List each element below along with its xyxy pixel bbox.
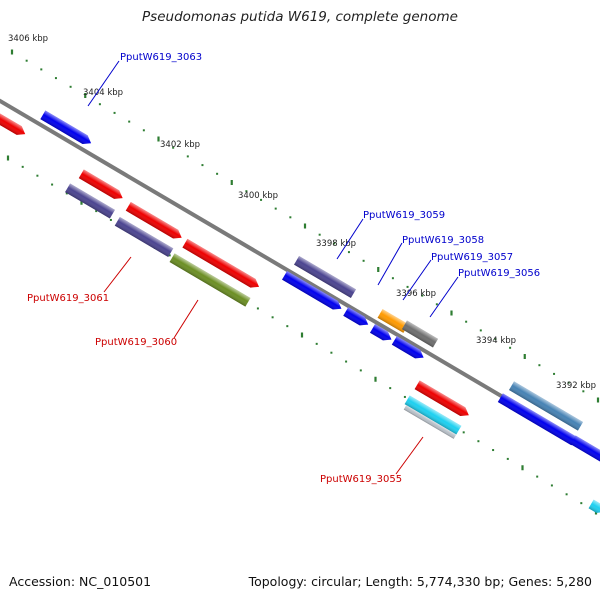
genes-label: Genes: xyxy=(508,574,553,589)
kbp-label-3406: 3406 kbp xyxy=(8,34,48,44)
feature-3056-gray-shade xyxy=(401,320,439,348)
feature-3062-purple[interactable] xyxy=(65,183,115,219)
leader-3063 xyxy=(87,60,120,107)
feature-3055-lightgray-shade xyxy=(403,405,457,439)
feature-track xyxy=(0,109,600,517)
kbp-label-3404: 3404 kbp xyxy=(83,88,123,98)
leader-3061 xyxy=(103,256,132,293)
gene-label-3060[interactable]: PputW619_3060 xyxy=(95,337,177,348)
gene-label-3056[interactable]: PputW619_3056 xyxy=(458,268,540,279)
feature-3062-purple-shade xyxy=(65,183,115,219)
genome-stats-footer: Topology: circular; Length: 5,774,330 bp… xyxy=(248,574,592,589)
gene-label-3058[interactable]: PputW619_3058 xyxy=(402,235,484,246)
gene-label-3063[interactable]: PputW619_3063 xyxy=(120,52,202,63)
feature-3053-cds-shade xyxy=(570,435,600,463)
feature-3058-cds-shade xyxy=(343,307,369,326)
gene-label-3059[interactable]: PputW619_3059 xyxy=(363,210,445,221)
feature-red-edge-shade xyxy=(0,109,26,135)
feature-3054-cds-shade xyxy=(497,393,580,446)
leader-3055 xyxy=(395,436,424,475)
leader-3058 xyxy=(377,242,403,286)
feature-3061-purple[interactable] xyxy=(114,216,174,258)
scale-labels: 3406 kbp 3404 kbp 3402 kbp 3400 kbp 3398… xyxy=(8,34,596,391)
feature-3060-red-shade xyxy=(182,238,260,288)
feature-3062-red-shade xyxy=(78,169,123,199)
feature-red-edge[interactable] xyxy=(0,109,28,139)
leader-3060 xyxy=(173,299,199,339)
outer-tick-ring xyxy=(10,49,600,403)
topology-value: circular xyxy=(311,574,358,589)
kbp-label-3392: 3392 kbp xyxy=(556,381,596,391)
feature-3061-purple-shade xyxy=(114,216,174,258)
feature-3054-steel-shade xyxy=(508,381,584,431)
feature-3060-olive[interactable] xyxy=(169,253,251,307)
feature-3056-gray[interactable] xyxy=(401,320,439,348)
gene-label-3055[interactable]: PputW619_3055 xyxy=(320,474,402,485)
topology-label: Topology: xyxy=(248,574,308,589)
length-value: 5,774,330 bp xyxy=(416,574,501,589)
kbp-label-3394: 3394 kbp xyxy=(476,336,516,346)
gene-label-3061[interactable]: PputW619_3061 xyxy=(27,293,109,304)
accession-footer: Accession: NC_010501 xyxy=(9,574,151,589)
kbp-label-3396: 3396 kbp xyxy=(396,289,436,299)
kbp-label-3402: 3402 kbp xyxy=(160,140,200,150)
feature-3055-red-shade xyxy=(414,380,469,416)
feature-3059-purple-shade xyxy=(294,255,356,299)
feature-3057-cds[interactable] xyxy=(369,324,394,344)
feature-3052-cyan-shade xyxy=(588,499,600,513)
feature-3059-cds-shade xyxy=(282,270,342,310)
feature-3061-red[interactable] xyxy=(125,201,185,242)
feature-3058-cds[interactable] xyxy=(343,307,370,329)
kbp-label-3398: 3398 kbp xyxy=(316,239,356,249)
feature-3055-cyan-shade xyxy=(404,395,462,435)
accession-label: Accession: xyxy=(9,574,76,589)
feature-3056-cds-shade xyxy=(391,336,424,359)
feature-3061-red-shade xyxy=(125,201,182,239)
feature-3057-cds-shade xyxy=(369,324,392,341)
accession-value: NC_010501 xyxy=(79,574,152,589)
gene-label-3057[interactable]: PputW619_3057 xyxy=(431,252,513,263)
gene-labels: PputW619_3063 PputW619_3061 PputW619_306… xyxy=(27,52,540,485)
feature-3062-red[interactable] xyxy=(78,169,125,203)
leader-3059 xyxy=(336,218,364,260)
leader-3056 xyxy=(429,276,459,318)
feature-3059-cds[interactable] xyxy=(282,270,344,313)
feature-3055-lightgray[interactable] xyxy=(403,405,457,439)
feature-3060-olive-shade xyxy=(169,253,251,307)
feature-3054-steel[interactable] xyxy=(508,381,584,431)
feature-3057-orange-shade xyxy=(377,309,409,333)
feature-3055-cyan[interactable] xyxy=(404,395,462,435)
feature-3054-cds[interactable] xyxy=(497,393,582,448)
feature-3060-red[interactable] xyxy=(182,238,261,291)
feature-3053-cds[interactable] xyxy=(570,435,600,467)
leader-lines xyxy=(87,60,459,475)
length-label: Length: xyxy=(365,574,413,589)
leader-3057 xyxy=(402,259,432,301)
feature-3057-orange[interactable] xyxy=(377,309,409,333)
feature-3059-purple[interactable] xyxy=(294,255,356,299)
feature-3052-cyan[interactable] xyxy=(588,499,600,517)
genes-value: 5,280 xyxy=(556,574,592,589)
kbp-label-3400: 3400 kbp xyxy=(238,191,278,201)
feature-3055-red[interactable] xyxy=(414,380,472,419)
feature-3063-cds[interactable] xyxy=(40,110,93,147)
feature-3056-cds[interactable] xyxy=(391,336,426,362)
feature-3063-cds-shade xyxy=(40,110,92,144)
map-title: Pseudomonas putida W619, complete genome xyxy=(142,9,458,25)
